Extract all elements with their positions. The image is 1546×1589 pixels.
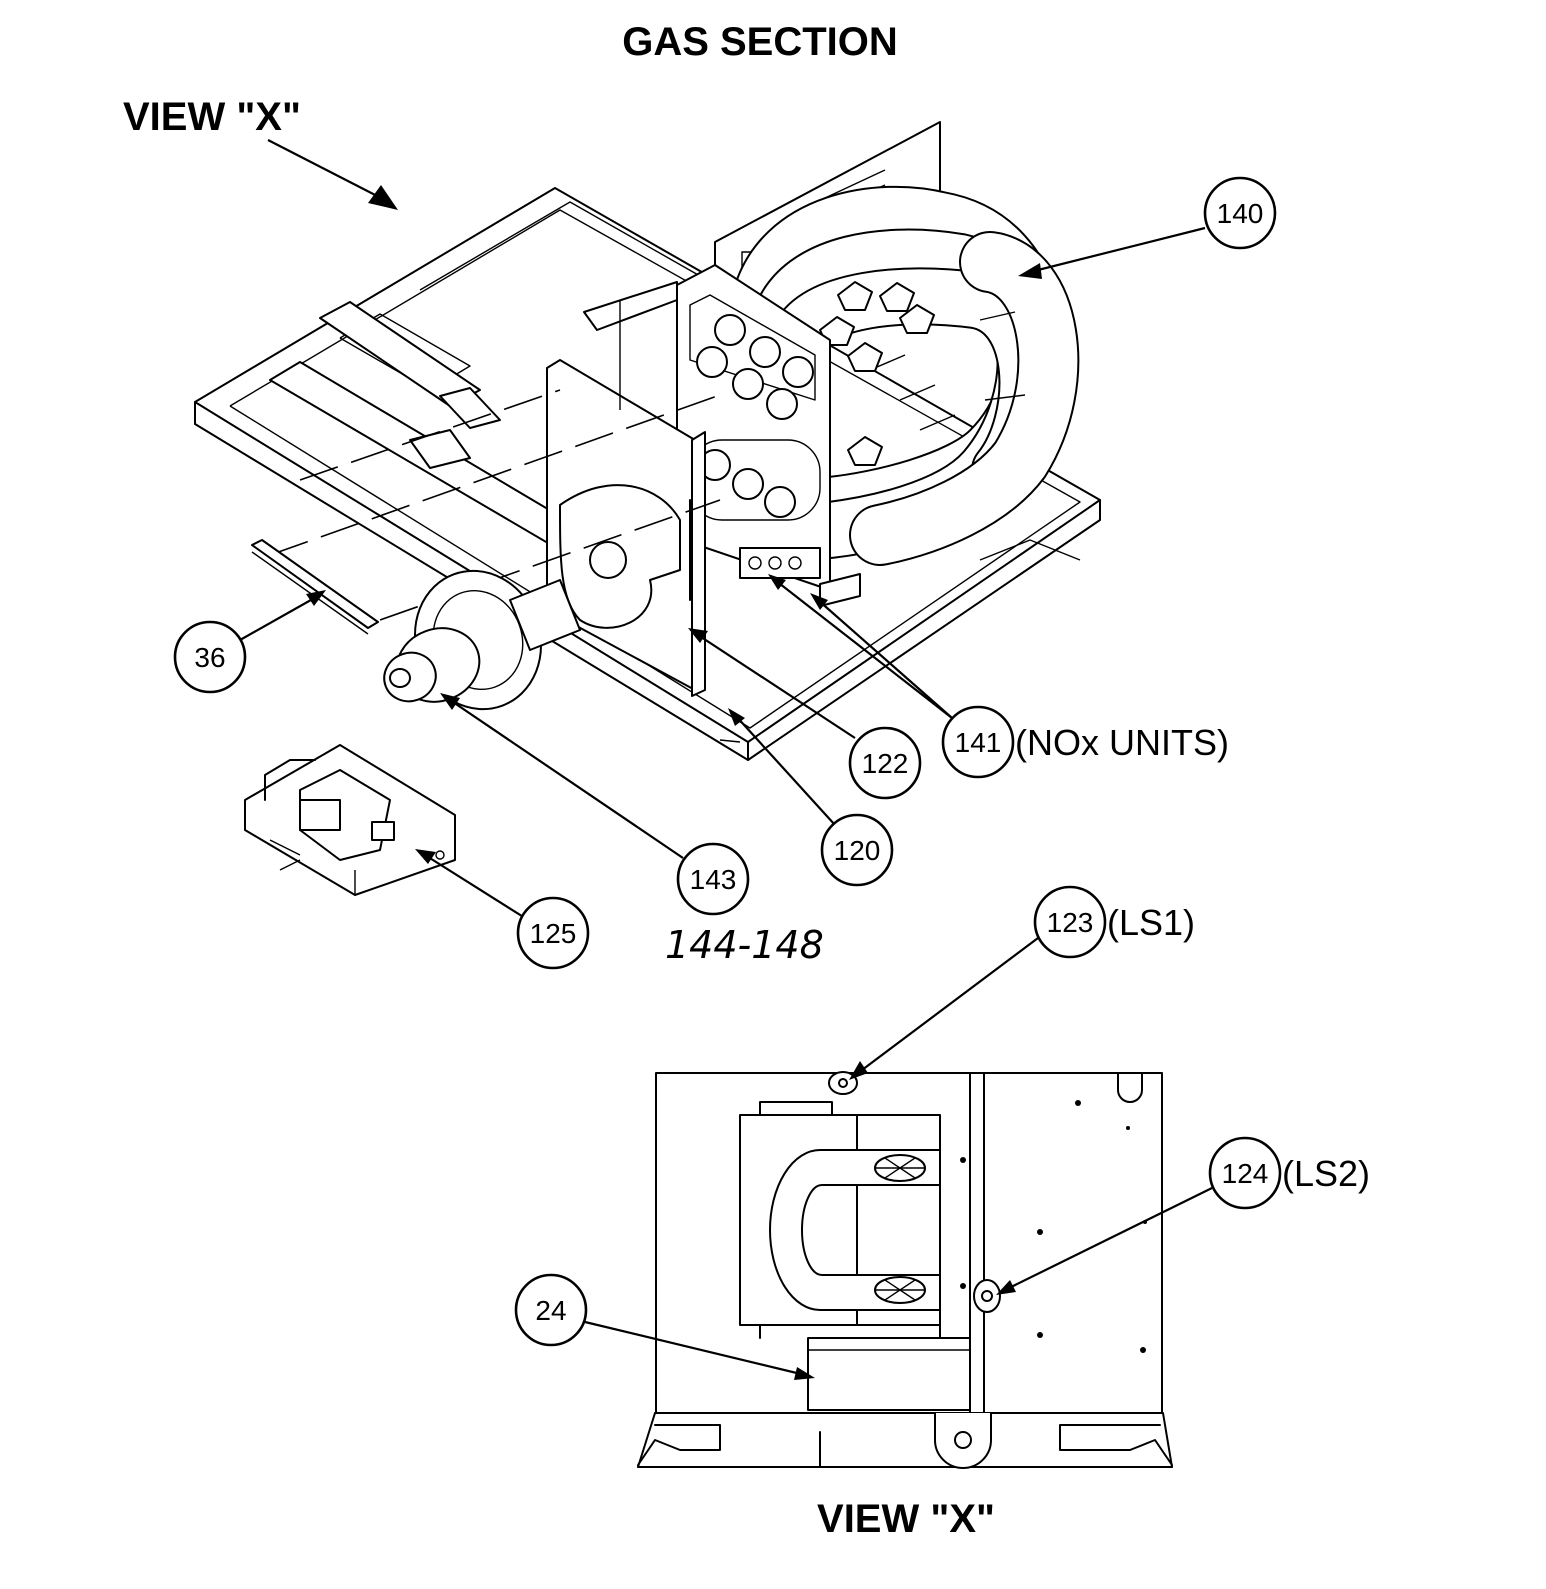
callout-24: 24 bbox=[514, 1273, 588, 1347]
callout-125: 125 bbox=[516, 896, 590, 970]
view-x-elevation bbox=[637, 1071, 1173, 1469]
inducer-housing bbox=[559, 484, 691, 629]
callout-123-note: (LS1) bbox=[1107, 902, 1195, 943]
gas-valve-assembly bbox=[244, 744, 456, 896]
leader-lines bbox=[239, 226, 1213, 1380]
diagram-title: GAS SECTION bbox=[622, 20, 898, 64]
callout-124-note: (LS2) bbox=[1282, 1153, 1370, 1194]
tube-openings bbox=[696, 314, 814, 518]
callout-36-label: 36 bbox=[194, 642, 225, 673]
base-rail bbox=[637, 1412, 1173, 1469]
burner-panel bbox=[676, 264, 861, 607]
callout-140-label: 140 bbox=[1217, 198, 1264, 229]
callout-141: 141 bbox=[941, 705, 1015, 779]
insulation-strip bbox=[251, 539, 379, 635]
limit-switch-ls1 bbox=[828, 1071, 858, 1095]
view-x-label-top: VIEW "X" bbox=[123, 95, 301, 139]
view-x-label-bottom: VIEW "X" bbox=[817, 1497, 995, 1541]
heat-exchanger-opening bbox=[739, 1101, 941, 1326]
heat-exchanger-tubes bbox=[731, 185, 1080, 566]
callout-120-label: 120 bbox=[834, 835, 881, 866]
handwritten-range-note: 144-148 bbox=[665, 923, 824, 967]
callout-123: 123 bbox=[1033, 885, 1107, 959]
callout-122-label: 122 bbox=[862, 748, 909, 779]
limit-switch-ls2 bbox=[973, 1279, 1001, 1313]
callout-143: 143 bbox=[676, 842, 750, 916]
callout-140: 140 bbox=[1203, 176, 1277, 250]
baffle-top bbox=[874, 1154, 926, 1182]
callout-36: 36 bbox=[173, 620, 247, 694]
callout-120: 120 bbox=[820, 813, 894, 887]
callout-143-label: 143 bbox=[690, 864, 737, 895]
callout-141-label: 141 bbox=[955, 727, 1002, 758]
callout-125-label: 125 bbox=[530, 918, 577, 949]
gas-section-assembly bbox=[194, 121, 1101, 896]
burner-assembly bbox=[739, 547, 861, 607]
callout-122: 122 bbox=[848, 726, 922, 800]
callout-141-note: (NOx UNITS) bbox=[1015, 722, 1229, 763]
callout-24-label: 24 bbox=[535, 1295, 566, 1326]
baffle-bottom bbox=[874, 1276, 926, 1304]
callout-123-label: 123 bbox=[1047, 907, 1094, 938]
callout-124: 124 bbox=[1208, 1136, 1282, 1210]
draft-inducer-blower bbox=[383, 569, 581, 711]
callout-124-label: 124 bbox=[1222, 1158, 1269, 1189]
burner-box bbox=[759, 1324, 971, 1411]
view-direction-arrow bbox=[267, 139, 398, 210]
